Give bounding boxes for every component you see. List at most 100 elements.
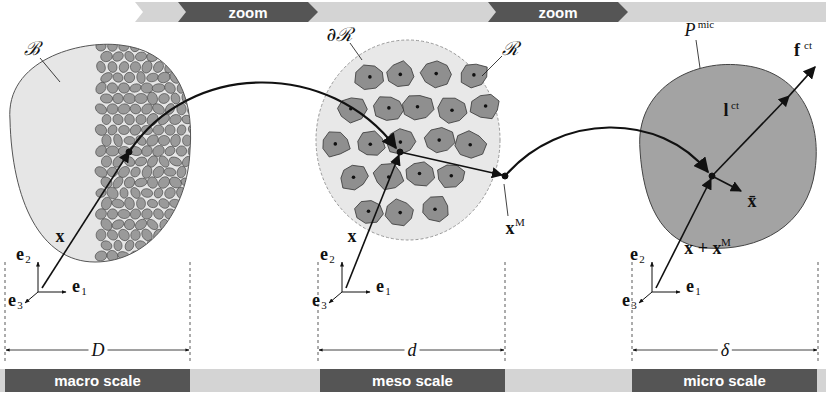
- stroke: [38, 292, 66, 293]
- stroke: [42, 152, 129, 288]
- math-label: 2: [25, 254, 31, 265]
- dimension-label: d: [405, 341, 420, 359]
- stroke: [652, 262, 653, 292]
- grain: [181, 49, 194, 64]
- grain: [129, 102, 143, 115]
- stroke: [652, 292, 680, 293]
- grain: [136, 198, 145, 210]
- grain: [94, 80, 108, 95]
- grain: [191, 154, 206, 168]
- grain: [152, 228, 165, 243]
- grain: [139, 248, 154, 263]
- grain-center: [387, 106, 391, 110]
- grain: [461, 64, 487, 88]
- grain: [164, 249, 177, 264]
- grain: [153, 187, 165, 200]
- grain: [163, 228, 177, 242]
- grain: [170, 239, 182, 252]
- grain: [175, 228, 187, 241]
- grain: [141, 188, 154, 198]
- grain: [114, 240, 123, 251]
- math-label: 3: [17, 300, 23, 311]
- math-label: e: [376, 277, 384, 295]
- grain-center: [484, 104, 488, 108]
- grain: [163, 144, 177, 157]
- grain: [169, 198, 182, 208]
- grain: [100, 93, 113, 103]
- grain: [191, 239, 206, 253]
- dimension-label: δ: [718, 341, 732, 359]
- grain: [193, 115, 204, 124]
- grain: [385, 199, 413, 226]
- zoom-curve: [505, 127, 708, 176]
- math-label: mic: [698, 19, 715, 30]
- grain: [176, 165, 187, 179]
- grain-center: [399, 140, 403, 144]
- stroke: [632, 262, 633, 362]
- math-label: 3: [631, 300, 637, 311]
- grain: [94, 249, 108, 262]
- grain: [470, 94, 499, 118]
- grain: [130, 61, 142, 73]
- scale-tag: macro scale: [5, 369, 190, 392]
- grain: [152, 207, 166, 221]
- stroke: [329, 292, 342, 303]
- grain-center: [368, 75, 372, 79]
- grain: [96, 229, 106, 241]
- grain-center: [367, 209, 371, 213]
- grain: [191, 133, 206, 148]
- math-label: 3: [321, 300, 327, 311]
- grain: [134, 113, 148, 127]
- grain: [129, 165, 142, 179]
- math-label: x + x: [684, 239, 721, 257]
- grain: [159, 218, 169, 230]
- grain-center: [433, 207, 437, 211]
- grain: [420, 61, 451, 88]
- grain: [406, 162, 435, 186]
- stroke: [789, 67, 815, 96]
- stroke: [656, 179, 711, 288]
- grain: [129, 39, 143, 54]
- grain: [175, 251, 189, 261]
- grain: [111, 92, 125, 106]
- grain: [186, 60, 200, 74]
- grain: [140, 227, 155, 243]
- math-label: 1: [81, 286, 87, 297]
- grain: [175, 60, 188, 74]
- grain: [124, 113, 136, 126]
- stroke: [818, 262, 819, 362]
- grain: [153, 125, 165, 136]
- grain-center: [418, 172, 422, 176]
- grain: [152, 83, 166, 93]
- grain-center: [450, 174, 454, 178]
- stroke: [190, 262, 191, 362]
- grain: [168, 155, 183, 168]
- grain: [117, 103, 131, 116]
- grain: [165, 125, 176, 136]
- grain: [111, 112, 125, 126]
- grain: [341, 165, 369, 190]
- grain: [124, 197, 136, 211]
- grain: [186, 123, 199, 136]
- grain: [130, 229, 141, 241]
- math-label: ℬ: [24, 39, 40, 58]
- grain: [180, 197, 193, 210]
- node-text: macro scale: [54, 373, 141, 388]
- grain: [164, 167, 177, 177]
- grain: [145, 238, 159, 253]
- grain: [179, 217, 195, 233]
- math-label: e: [320, 245, 328, 263]
- grain: [111, 198, 125, 209]
- grain: [134, 239, 147, 251]
- grain: [157, 197, 171, 211]
- grain: [141, 39, 154, 54]
- math-label: e: [16, 245, 24, 263]
- grain: [323, 132, 350, 157]
- math-label: e: [686, 277, 694, 295]
- zoom-arrow: zoom: [488, 2, 628, 22]
- math-label: x: [506, 219, 515, 237]
- math-label: ct: [731, 100, 739, 111]
- grain: [157, 92, 171, 105]
- math-label: P: [685, 21, 696, 39]
